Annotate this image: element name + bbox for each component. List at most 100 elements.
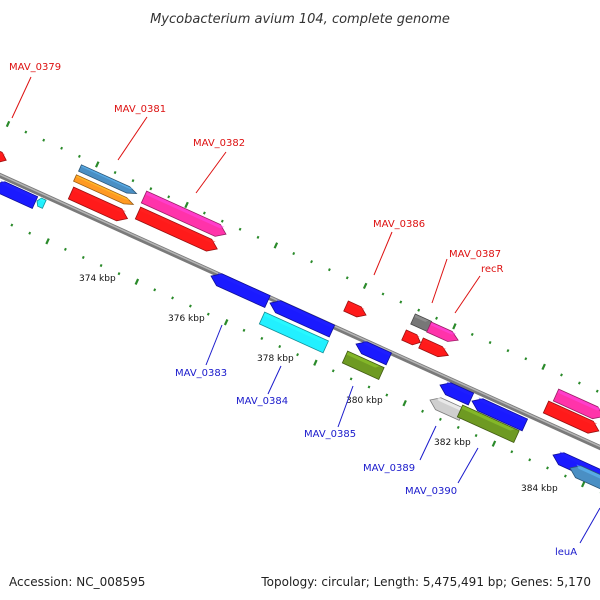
gene-leua[interactable] <box>569 464 600 494</box>
inner-tick-major <box>223 319 229 326</box>
gene-label-mav-0382[interactable]: MAV_0382 <box>193 138 245 149</box>
outer-tick-minor <box>470 332 474 337</box>
inner-tick-minor <box>206 312 210 316</box>
gene-mav-0390[interactable] <box>456 404 520 444</box>
gene-mav-0385[interactable] <box>341 350 385 380</box>
gene-label-mav-0389[interactable]: MAV_0389 <box>363 463 415 474</box>
outer-tick-minor <box>113 171 117 175</box>
inner-tick-minor <box>188 304 192 308</box>
map-title: Mycobacterium avium 104, complete genome <box>150 12 450 27</box>
outer-tick-major <box>94 161 100 168</box>
inner-tick-minor <box>421 409 425 413</box>
gene-mav-0386[interactable] <box>343 300 367 318</box>
outer-tick-minor <box>292 252 296 256</box>
gene-label-mav-0390[interactable]: MAV_0390 <box>405 486 457 497</box>
gene-mav-0381-orange[interactable] <box>73 174 135 205</box>
inner-tick-minor <box>331 369 335 373</box>
inner-tick-minor <box>563 474 567 478</box>
inner-tick-minor <box>63 247 67 251</box>
outer-tick-minor <box>24 130 28 134</box>
inner-tick-minor <box>171 296 175 300</box>
gene-mav-0380-small[interactable] <box>36 197 47 209</box>
inner-tick-major <box>491 440 497 447</box>
gene-mav-0381[interactable] <box>67 186 129 222</box>
scale-label-374: 374 kbp <box>79 274 116 284</box>
gene-features <box>0 147 600 494</box>
inner-tick-minor <box>117 272 121 276</box>
outer-tick-major <box>273 242 279 249</box>
gene-label-mav-0383[interactable]: MAV_0383 <box>175 368 227 379</box>
gene-label-mav-0385[interactable]: MAV_0385 <box>304 429 356 440</box>
inner-tick-minor <box>385 393 389 397</box>
scale-label-376: 376 kbp <box>168 314 205 324</box>
outer-tick-minor <box>488 341 492 345</box>
gene-mav-0384[interactable] <box>258 311 329 354</box>
outer-tick-minor <box>560 373 563 377</box>
inner-tick-minor <box>510 450 514 454</box>
outer-tick-minor <box>42 138 46 142</box>
inner-tick-minor <box>296 353 300 357</box>
outer-tick-minor <box>60 146 64 150</box>
scale-ticks <box>5 120 600 494</box>
gene-label-mav-0384[interactable]: MAV_0384 <box>236 396 288 407</box>
gene-mav-0382-red[interactable] <box>134 206 218 252</box>
inner-tick-minor <box>546 466 549 470</box>
gene-mav-0391-pink[interactable] <box>552 388 600 420</box>
gene-mav-0391-red[interactable] <box>542 400 600 434</box>
outer-tick-minor <box>131 179 135 183</box>
scale-label-382: 382 kbp <box>434 438 471 448</box>
inner-tick-minor <box>242 328 246 332</box>
inner-tick-minor <box>153 288 157 292</box>
outer-tick-minor <box>577 381 581 385</box>
inner-tick-minor <box>278 345 282 349</box>
gene-mav-0389-blue[interactable] <box>439 381 475 406</box>
outer-tick-minor <box>506 349 510 353</box>
inner-tick-major <box>402 399 407 407</box>
inner-tick-minor <box>99 264 103 268</box>
accession-text: Accession: NC_008595 <box>9 575 145 589</box>
gene-label-leua[interactable]: leuA <box>555 547 577 558</box>
scale-label-378: 378 kbp <box>257 354 294 364</box>
outer-tick-minor <box>327 268 331 272</box>
gene-recr[interactable] <box>418 337 450 358</box>
scale-label-380: 380 kbp <box>346 396 383 406</box>
outer-tick-minor <box>238 227 242 231</box>
outer-tick-minor <box>524 357 528 361</box>
gene-label-mav-0381[interactable]: MAV_0381 <box>114 104 166 115</box>
outer-tick-minor <box>167 195 171 199</box>
gene-mav-0383[interactable] <box>210 272 271 309</box>
inner-tick-minor <box>10 223 14 227</box>
outer-tick-minor <box>77 154 81 158</box>
gene-mav-0381-steel[interactable] <box>78 164 138 195</box>
gene-mav-0380-blue[interactable] <box>0 180 39 210</box>
inner-tick-minor <box>349 377 353 381</box>
gene-mav-0390-blue[interactable] <box>471 397 529 432</box>
outer-tick-minor <box>595 389 599 393</box>
gene-mav-0385-blue[interactable] <box>355 340 393 366</box>
inner-tick-major <box>580 480 586 488</box>
scale-label-384: 384 kbp <box>521 484 558 494</box>
outer-tick-major <box>184 201 189 209</box>
gene-mav-0387[interactable] <box>426 321 459 342</box>
gene-label-mav-0386[interactable]: MAV_0386 <box>373 219 425 230</box>
gene-mav-0378-fragment[interactable] <box>0 147 7 163</box>
gene-label-recr[interactable]: recR <box>481 264 504 275</box>
outer-tick-major <box>452 323 457 330</box>
outer-tick-major <box>5 120 11 128</box>
inner-tick-minor <box>28 231 32 235</box>
inner-tick-major <box>45 238 50 245</box>
inner-tick-minor <box>474 434 478 438</box>
inner-tick-major <box>134 278 140 285</box>
outer-tick-minor <box>381 292 385 296</box>
gene-recr-left[interactable] <box>401 329 421 346</box>
outer-tick-minor <box>417 308 421 312</box>
inner-tick-minor <box>438 417 442 421</box>
gene-label-mav-0387[interactable]: MAV_0387 <box>449 249 501 260</box>
outer-tick-minor <box>256 235 260 239</box>
gene-mav-0383-b[interactable] <box>269 299 336 338</box>
gene-mav-0382[interactable] <box>140 190 227 237</box>
gene-mav-0389[interactable] <box>429 396 466 421</box>
outer-tick-minor <box>310 260 314 264</box>
gene-label-mav-0379[interactable]: MAV_0379 <box>9 62 61 73</box>
